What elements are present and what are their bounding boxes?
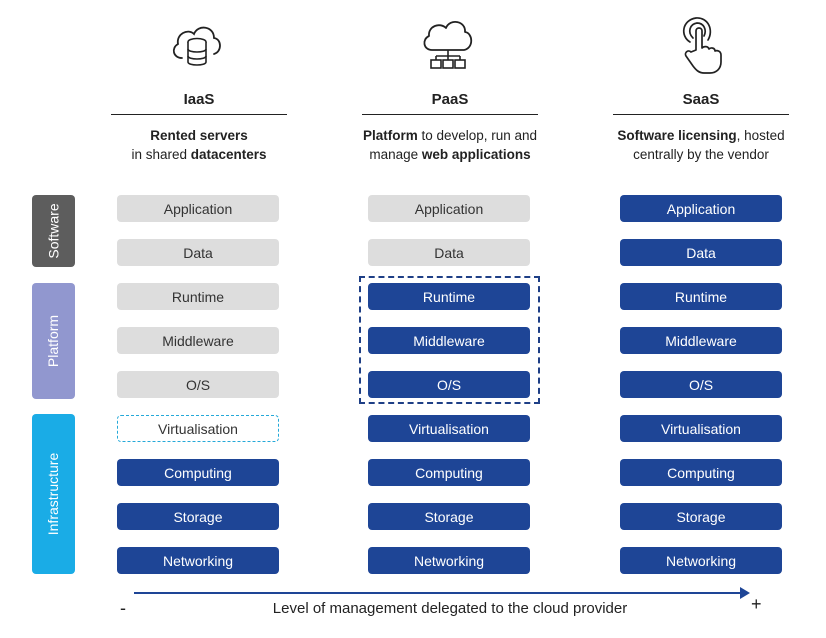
saas-layer-virtualisation: Virtualisation [620,415,782,442]
paas-layer-networking: Networking [368,547,530,574]
saas-layer-data: Data [620,239,782,266]
paas-layer-runtime: Runtime [368,283,530,310]
iaas-rule [111,114,287,115]
description-run: datacenters [190,147,267,162]
group-software: Software [32,195,75,267]
cloud-network-icon [423,21,473,69]
description-run: Rented servers [150,128,248,143]
paas-platform-highlight [359,276,540,404]
group-platform: Platform [32,283,75,399]
saas-layer-os: O/S [620,371,782,398]
description-run: centrally by the vendor [633,147,769,162]
description-run: , hosted [736,128,785,143]
paas-layer-storage: Storage [368,503,530,530]
paas-description-line-2: manage web applications [355,145,545,164]
iaas-layer-virtualisation: Virtualisation [117,415,279,442]
iaas-layer-runtime: Runtime [117,283,279,310]
saas-rule [613,114,789,115]
group-infrastructure-label: Infrastructure [45,452,62,536]
saas-description-line-2: centrally by the vendor [606,145,796,164]
paas-layer-computing: Computing [368,459,530,486]
saas-title: SaaS [682,91,720,108]
paas-layer-os: O/S [368,371,530,398]
iaas-layer-middleware: Middleware [117,327,279,354]
paas-layer-virtualisation: Virtualisation [368,415,530,442]
group-software-label: Software [45,203,62,259]
description-run: web applications [421,147,531,162]
saas-layer-networking: Networking [620,547,782,574]
axis-max-sign: + [751,594,762,614]
paas-rule [362,114,538,115]
group-platform-label: Platform [45,314,62,368]
paas-layer-application: Application [368,195,530,222]
iaas-layer-application: Application [117,195,279,222]
description-run: manage [369,147,422,162]
saas-layer-runtime: Runtime [620,283,782,310]
group-infrastructure: Infrastructure [32,414,75,574]
iaas-title: IaaS [183,91,215,108]
iaas-description-line-1: Rented servers [104,126,294,145]
axis-label: Level of management delegated to the clo… [272,600,628,617]
description-run: Software licensing [617,128,737,143]
iaas-layer-os: O/S [117,371,279,398]
saas-description-line-1: Software licensing, hosted [606,126,796,145]
iaas-layer-computing: Computing [117,459,279,486]
saas-layer-storage: Storage [620,503,782,530]
axis-arrow-head [740,587,750,599]
iaas-layer-storage: Storage [117,503,279,530]
saas-layer-computing: Computing [620,459,782,486]
paas-description: Platform to develop, run and manage web … [355,126,545,164]
axis-min-sign: - [120,598,126,618]
iaas-description-line-2: in shared datacenters [104,145,294,164]
touch-hand-icon [682,17,722,74]
description-run: to develop, run and [417,128,538,143]
iaas-layer-data: Data [117,239,279,266]
paas-layer-data: Data [368,239,530,266]
paas-description-line-1: Platform to develop, run and [355,126,545,145]
description-run: in shared [131,147,191,162]
saas-description: Software licensing, hosted centrally by … [606,126,796,164]
saas-layer-application: Application [620,195,782,222]
iaas-layer-networking: Networking [117,547,279,574]
paas-title: PaaS [431,91,469,108]
paas-layer-middleware: Middleware [368,327,530,354]
description-run: Platform [362,128,418,143]
axis-arrow-line [134,592,742,594]
database-cloud-icon [172,26,221,66]
iaas-description: Rented servers in shared datacenters [104,126,294,164]
saas-layer-middleware: Middleware [620,327,782,354]
